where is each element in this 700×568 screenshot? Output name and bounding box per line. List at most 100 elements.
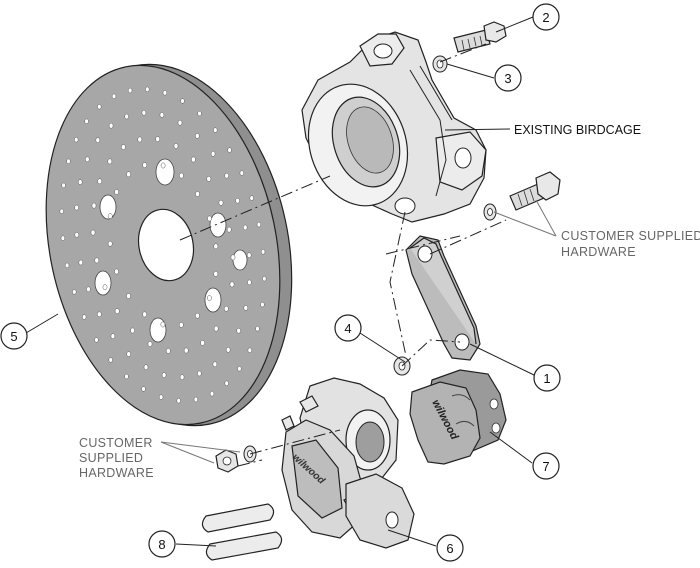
rotor-drill-hole xyxy=(260,249,266,255)
rotor-drill-hole xyxy=(224,380,229,386)
rotor-drill-hole xyxy=(121,144,126,150)
rotor-drill-hole xyxy=(200,340,205,346)
rotor-drill-hole xyxy=(74,204,79,211)
rotor-drill-hole xyxy=(160,162,166,169)
rotor-drill-hole xyxy=(179,172,184,179)
leader-lines xyxy=(25,16,557,547)
rotor-drill-hole xyxy=(158,394,164,400)
callout-7: 7 xyxy=(532,452,560,480)
rotor-drill-hole xyxy=(162,90,168,96)
rotor-drill-hole xyxy=(124,113,129,120)
rotor-drill-hole xyxy=(213,243,219,250)
svg-text:8: 8 xyxy=(158,537,165,552)
rotor-drill-hole xyxy=(262,276,267,282)
rotor-drill-hole xyxy=(82,314,87,320)
rotor-drill-hole xyxy=(97,311,102,318)
rotor-drill-hole xyxy=(147,341,153,347)
rotor-drill-hole xyxy=(127,87,133,94)
rotor-drill-hole xyxy=(160,321,166,328)
rotor-drill-hole xyxy=(224,172,229,179)
rotor-drill-hole xyxy=(213,325,219,332)
svg-text:3: 3 xyxy=(504,71,511,86)
rotor-drill-hole xyxy=(74,232,80,238)
rotor-drill-hole xyxy=(78,259,84,266)
rotor-drill-hole xyxy=(141,110,147,116)
rotor-drill-hole xyxy=(227,147,232,153)
rotor-drill-hole xyxy=(256,221,262,228)
rotor-drill-hole xyxy=(94,337,99,343)
rotor-drill-hole xyxy=(72,289,77,295)
rotor-drill-hole xyxy=(229,281,235,288)
rotor-drill-hole xyxy=(97,104,102,110)
rotor-drill-hole xyxy=(94,257,100,264)
rotor-drill-hole xyxy=(97,178,103,185)
rotor-drill-hole xyxy=(141,386,146,392)
callout-2: 2 xyxy=(532,3,560,31)
rotor-drill-hole xyxy=(180,98,185,104)
pins-part-8 xyxy=(201,503,283,561)
rotor-drill-hole xyxy=(60,235,66,241)
callout-5: 5 xyxy=(0,322,28,350)
customer-hardware-nut-left xyxy=(215,445,257,473)
rotor-drill-hole xyxy=(142,162,148,168)
rotor-drill-hole xyxy=(130,327,135,334)
rotor-drill-hole xyxy=(195,133,200,139)
rotor-drill-hole xyxy=(126,171,131,178)
rotor-drill-hole xyxy=(90,229,96,236)
svg-text:6: 6 xyxy=(446,541,453,556)
rotor-drill-hole xyxy=(114,308,120,314)
rotor-drill-hole xyxy=(114,268,119,275)
rotor-drill-hole xyxy=(225,347,231,353)
svg-text:2: 2 xyxy=(542,10,549,25)
assembly-centerlines xyxy=(179,43,507,467)
rotor-drill-hole xyxy=(179,374,185,380)
rotor-drill-hole xyxy=(183,347,189,354)
rotor-drill-hole xyxy=(213,127,218,133)
rotor-drill-hole xyxy=(247,347,252,353)
rotor-drill-hole xyxy=(207,215,212,222)
rotor-drilled-holes xyxy=(59,86,267,404)
rotor-drill-hole xyxy=(191,156,196,163)
rotor-drill-hole xyxy=(95,137,101,143)
rotor-drill-hole xyxy=(77,179,83,185)
rotor-drill-hole xyxy=(142,311,147,318)
caliper-part-6: wilwood xyxy=(281,377,415,549)
rotor-drill-hole xyxy=(197,110,202,117)
label-customer-hardware-left-line3: HARDWARE xyxy=(79,466,154,480)
rotor-drill-hole xyxy=(84,118,89,124)
rotor-drill-hole xyxy=(207,295,212,301)
rotor-drill-hole xyxy=(247,279,252,286)
rotor-drill-hole xyxy=(255,326,260,332)
birdcage xyxy=(301,31,487,223)
rotor-drill-hole xyxy=(260,301,265,308)
rotor-drill-hole xyxy=(86,286,91,293)
rotor-drill-hole xyxy=(59,208,64,214)
callout-6: 6 xyxy=(436,534,464,562)
rotor-drill-hole xyxy=(195,191,200,197)
rotor-drill-hole xyxy=(176,398,181,404)
rotor-drill-hole xyxy=(193,396,199,403)
rotor-drill-hole xyxy=(161,372,167,378)
svg-text:7: 7 xyxy=(542,459,549,474)
rotor-drill-hole xyxy=(155,136,161,142)
rotor-drill-hole xyxy=(126,351,131,357)
rotor-drill-hole xyxy=(159,112,165,118)
rotor-drill-hole xyxy=(145,86,150,92)
svg-text:4: 4 xyxy=(344,321,351,336)
rotor-drill-hole xyxy=(242,224,248,231)
washer-part-3 xyxy=(432,55,448,73)
rotor-drill-hole xyxy=(206,176,212,182)
rotor-drill-hole xyxy=(165,348,171,354)
rotor-drill-hole xyxy=(137,136,143,143)
bracket-part-1 xyxy=(405,235,481,361)
rotor-drill-hole xyxy=(108,122,114,129)
callout-3: 3 xyxy=(494,64,522,92)
rotor-drill-hole xyxy=(85,156,90,163)
bolt-part-2 xyxy=(453,21,507,53)
rotor-drill-hole xyxy=(107,213,113,219)
label-customer-hardware-right-line1: CUSTOMER SUPPLIED xyxy=(561,229,700,243)
rotor-drill-hole xyxy=(114,189,119,195)
rotor-drill-hole xyxy=(124,373,129,380)
rotor-drill-hole xyxy=(177,120,183,126)
